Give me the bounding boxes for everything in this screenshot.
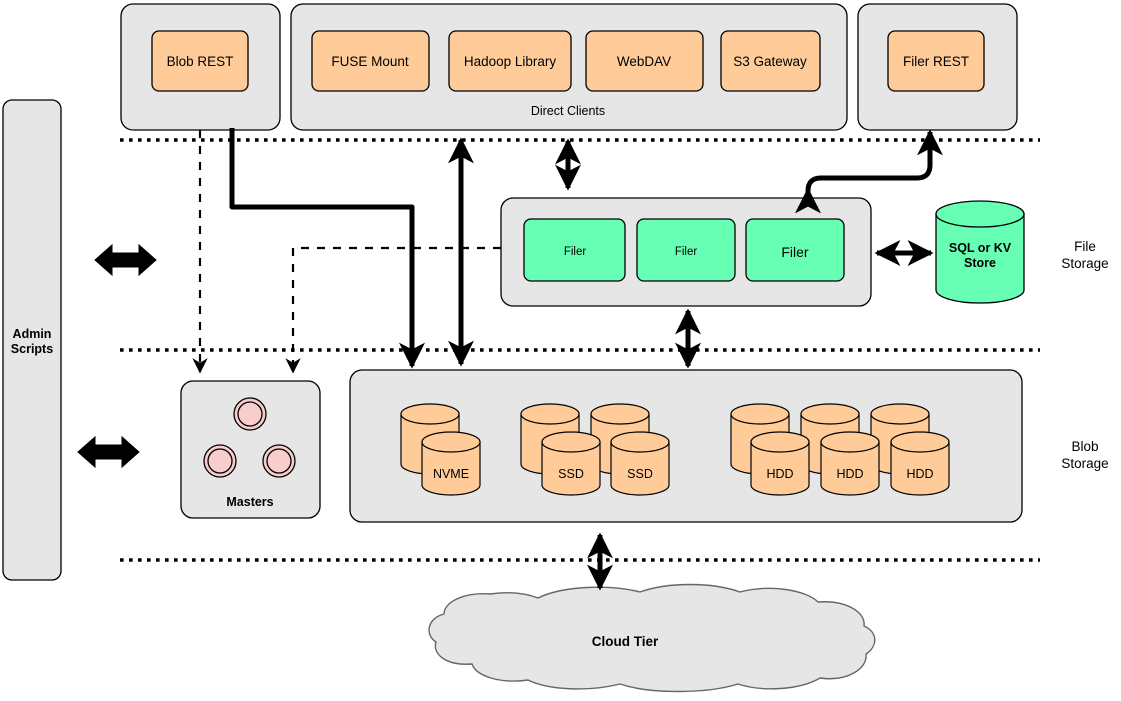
ssd-disk-group[interactable]: SSD SSD	[520, 403, 670, 496]
hdd-disk-group[interactable]: HDD HDD HDD	[730, 403, 950, 496]
s3-gateway-box[interactable]: S3 Gateway	[720, 30, 821, 92]
nvme-disk-group[interactable]: NVME	[400, 403, 481, 496]
webdav-label: WebDAV	[617, 54, 671, 69]
filer-label-2: Filer	[675, 246, 698, 258]
fuse-mount-label: FUSE Mount	[331, 54, 409, 69]
file-storage-tier-label: File Storage	[1061, 239, 1108, 271]
disk-icon-ssd-front-2: SSD	[610, 431, 670, 496]
master-node-icon-3	[262, 444, 296, 478]
disk-icon-nvme-front: NVME	[421, 431, 481, 496]
nvme-label: NVME	[433, 467, 469, 481]
disk-icon-hdd-front-1: HDD	[750, 431, 810, 496]
disk-icon-ssd-front-1: SSD	[541, 431, 601, 496]
admin-scripts-panel[interactable]: Admin Scripts	[2, 99, 62, 581]
file-storage-label-line1: File	[1074, 239, 1096, 254]
hdd-label-1: HDD	[766, 467, 793, 481]
blob-storage-label-line1: Blob	[1071, 439, 1098, 454]
admin-scripts-label-line2: Scripts	[11, 342, 53, 356]
blob-rest-label: Blob REST	[167, 54, 234, 69]
admin-scripts-label-line1: Admin	[13, 327, 52, 341]
hadoop-library-label: Hadoop Library	[464, 54, 557, 69]
webdav-box[interactable]: WebDAV	[585, 30, 704, 92]
file-storage-label-line2: Storage	[1061, 256, 1108, 271]
cloud-tier-label: Cloud Tier	[592, 634, 659, 649]
filer-box-1[interactable]: Filer	[523, 218, 626, 282]
blob-storage-label-line2: Storage	[1061, 456, 1108, 471]
hadoop-library-box[interactable]: Hadoop Library	[448, 30, 572, 92]
masters-label: Masters	[226, 495, 273, 509]
ssd-label-1: SSD	[558, 467, 584, 481]
sql-kv-store-cylinder[interactable]: SQL or KV Store	[935, 200, 1025, 304]
direct-clients-caption: Direct Clients	[531, 104, 605, 118]
filer-label-3: Filer	[781, 244, 809, 260]
filer-label-1: Filer	[564, 246, 587, 258]
master-node-icon-1	[233, 397, 267, 431]
blob-rest-box[interactable]: Blob REST	[151, 30, 249, 92]
sql-kv-store-label-line2: Store	[964, 256, 996, 270]
disk-icon-hdd-front-3: HDD	[890, 431, 950, 496]
hdd-label-2: HDD	[836, 467, 863, 481]
filer-rest-box[interactable]: Filer REST	[887, 30, 985, 92]
filer-box-3[interactable]: Filer	[745, 218, 845, 282]
masters-container[interactable]: Masters	[180, 380, 321, 519]
filer-rest-label: Filer REST	[903, 54, 969, 69]
s3-gateway-label: S3 Gateway	[733, 54, 807, 69]
admin-to-blob-storage-arrow	[77, 435, 140, 469]
connector-filer-rest-to-filer	[795, 129, 943, 214]
filer-box-2[interactable]: Filer	[636, 218, 736, 282]
admin-to-file-storage-arrow	[94, 243, 157, 277]
disk-icon-hdd-front-2: HDD	[820, 431, 880, 496]
connector-blob-rest-to-blob-storage	[229, 128, 425, 369]
sql-kv-store-label-line1: SQL or KV	[949, 241, 1012, 255]
connector-filer-to-masters	[285, 246, 501, 374]
ssd-label-2: SSD	[627, 467, 653, 481]
hdd-label-3: HDD	[906, 467, 933, 481]
cloud-tier-shape[interactable]: Cloud Tier	[428, 583, 876, 693]
blob-storage-tier-label: Blob Storage	[1061, 439, 1108, 471]
fuse-mount-box[interactable]: FUSE Mount	[311, 30, 430, 92]
master-node-icon-2	[203, 444, 237, 478]
